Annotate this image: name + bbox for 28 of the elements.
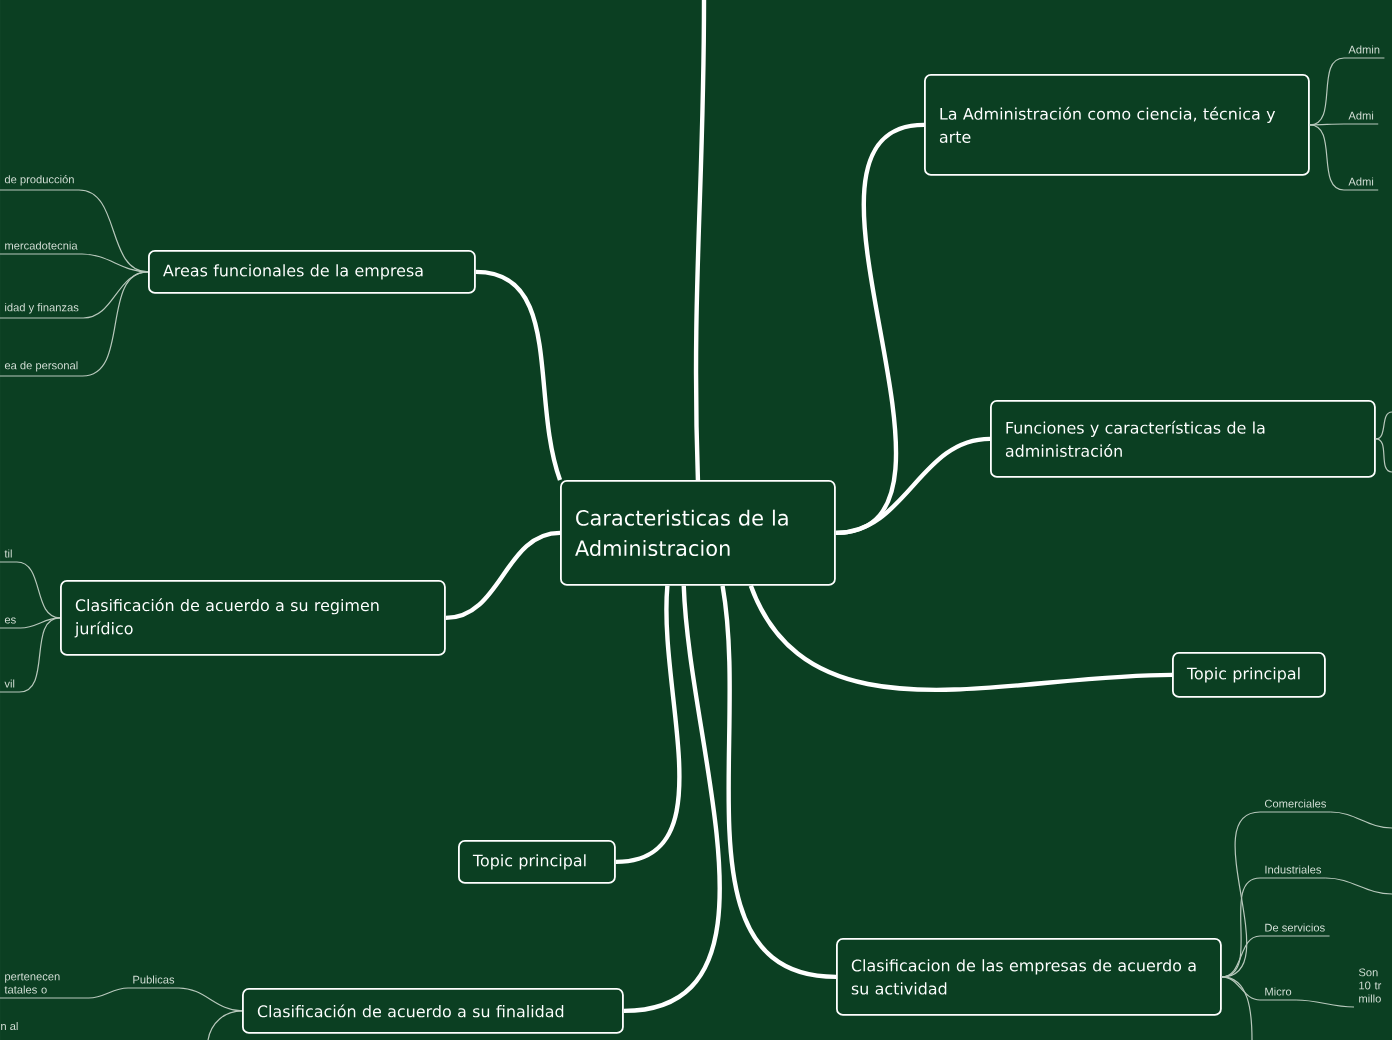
- branch-line: [835, 436, 991, 536]
- branch-line: [748, 584, 1173, 692]
- branch-line: [1309, 123, 1379, 126]
- branch-line: [1325, 877, 1392, 895]
- branch-line: [0, 617, 61, 629]
- branch-line: [1330, 811, 1392, 829]
- branch-line: [207, 1010, 243, 1040]
- branch-line: [0, 271, 149, 377]
- branch-line: [615, 585, 682, 865]
- branch-line: [1309, 57, 1386, 126]
- branch-line: [1295, 999, 1355, 1008]
- branch-line: [127, 987, 243, 1012]
- branch-line: [1221, 877, 1327, 978]
- branch-line: [0, 617, 61, 693]
- branch-line: [1221, 976, 1297, 1001]
- branch-line: [0, 987, 129, 999]
- branch-line: [445, 530, 561, 621]
- branch-line: [475, 269, 563, 481]
- branch-line: [623, 585, 722, 1014]
- branch-line: [1375, 411, 1392, 440]
- branch-line: [0, 253, 149, 273]
- branch-line: [0, 561, 61, 619]
- branch-line: [1309, 124, 1379, 191]
- central-topic-box: Caracteristicas de la Administracion: [560, 480, 836, 586]
- branch-line: [1375, 438, 1392, 473]
- branch-line: [693, 0, 707, 481]
- branch-line: [720, 585, 837, 980]
- branch-line: [1221, 935, 1331, 978]
